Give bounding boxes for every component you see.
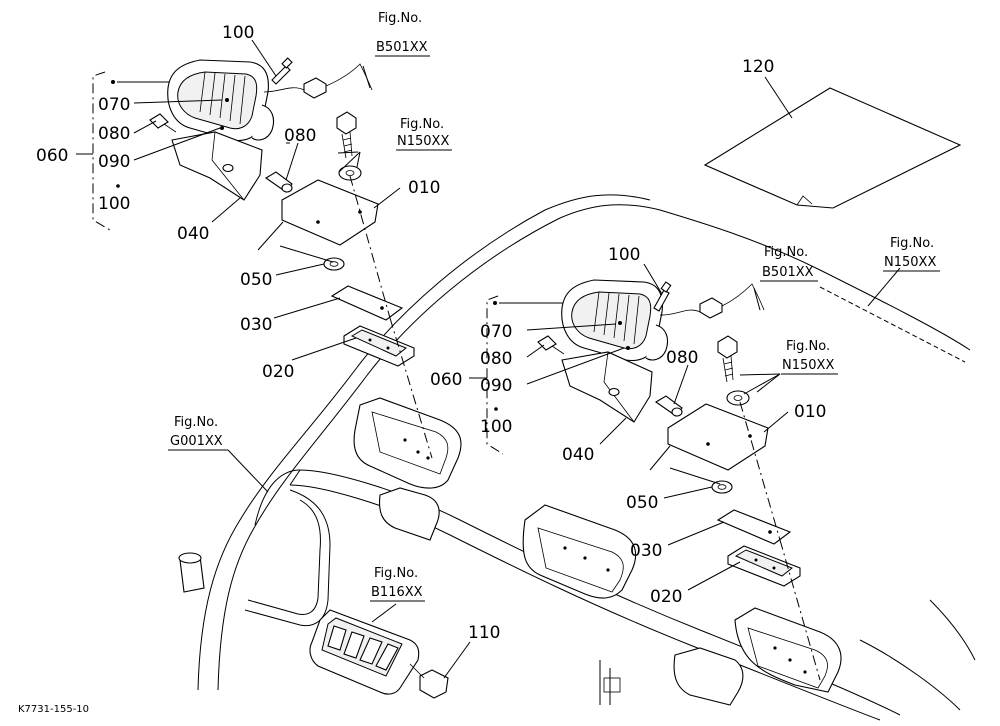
sheet-label: 120	[742, 57, 774, 77]
cab-ref-heading: Fig.No.	[174, 415, 218, 430]
switch-ref-heading: Fig.No.	[374, 566, 418, 581]
left-hex-bolt	[336, 111, 357, 159]
right-ref-n150-heading: Fig.No.	[786, 339, 830, 354]
left-callout-010: 010	[408, 178, 440, 198]
left-callout-030: 030	[240, 315, 272, 335]
left-base-020	[343, 325, 415, 367]
left-item-100: 100	[98, 194, 130, 214]
right-labels: 060 070 080 090 100 100 040 080 010 050 …	[430, 245, 838, 607]
right-item-080: 080	[480, 349, 512, 369]
instruction-sheet	[703, 76, 962, 209]
left-bracket-040	[171, 131, 263, 201]
switch-label: 110	[468, 623, 500, 643]
right-callout-bolt: 100	[608, 245, 640, 265]
left-ref-b501-code: B501XX	[376, 40, 428, 55]
left-group-label: 060	[36, 146, 68, 166]
right-item-070: 070	[480, 322, 512, 342]
right-group-label: 060	[430, 370, 462, 390]
left-plate-010	[281, 179, 379, 246]
right-washer-top	[726, 390, 750, 406]
left-pad-030	[330, 285, 404, 321]
left-callout-bracket: 040	[177, 224, 209, 244]
right-callout-050: 050	[626, 493, 658, 513]
cylinder-part	[178, 552, 205, 593]
left-ref-n150-code: N150XX	[397, 134, 449, 149]
left-item-070: 070	[98, 95, 130, 115]
right-work-lamp	[561, 279, 669, 362]
left-callout-bolt: 100	[222, 23, 254, 43]
left-labels: 060 070 080 090 100 100 040 080 010 050 …	[36, 11, 452, 382]
right-bolt-100	[653, 281, 672, 312]
left-callout-020: 020	[262, 362, 294, 382]
right-item-100: 100	[480, 417, 512, 437]
right-bolt-080	[654, 395, 683, 417]
left-bolt-080	[264, 171, 293, 193]
roof-ref-heading: Fig.No.	[890, 236, 934, 251]
right-base-020	[727, 545, 801, 587]
left-callout-050: 050	[240, 270, 272, 290]
left-item-080: 080	[98, 124, 130, 144]
right-bracket-040	[561, 351, 653, 423]
right-pad-030	[716, 509, 792, 545]
right-callout-020: 020	[650, 587, 682, 607]
right-callout-080: 080	[666, 348, 698, 368]
right-ref-b501-heading: Fig.No.	[764, 245, 808, 260]
global-refs: Fig.No. N150XX Fig.No. G001XX	[168, 236, 940, 493]
left-callout-080: 080	[284, 126, 316, 146]
right-callout-030: 030	[630, 541, 662, 561]
rocker-switch-assembly	[309, 609, 449, 699]
right-item-090: 090	[480, 376, 512, 396]
left-ref-n150-heading: Fig.No.	[400, 117, 444, 132]
cab-roof-outline	[178, 194, 976, 721]
left-connector	[303, 63, 373, 99]
left-ref-b501-heading: Fig.No.	[378, 11, 422, 26]
right-lamp-assembly	[469, 279, 821, 681]
right-ref-n150-code: N150XX	[782, 358, 834, 373]
right-bolt-080-side	[537, 335, 565, 355]
right-plate-010	[667, 403, 769, 471]
roof-ref-code: N150XX	[884, 255, 936, 270]
cab-ref-code: G001XX	[170, 434, 223, 449]
switch-ref-code: B116XX	[371, 585, 423, 600]
left-washer-top	[338, 165, 362, 181]
right-callout-bracket: 040	[562, 445, 594, 465]
right-callout-010: 010	[794, 402, 826, 422]
left-item-090: 090	[98, 152, 130, 172]
left-bolt-080-side	[149, 113, 177, 133]
left-bolt-100	[271, 57, 293, 85]
right-ref-b501-code: B501XX	[762, 265, 814, 280]
right-connector	[699, 283, 765, 319]
drawing-code: K7731-155-10	[18, 704, 89, 715]
right-hex-bolt	[717, 335, 738, 383]
